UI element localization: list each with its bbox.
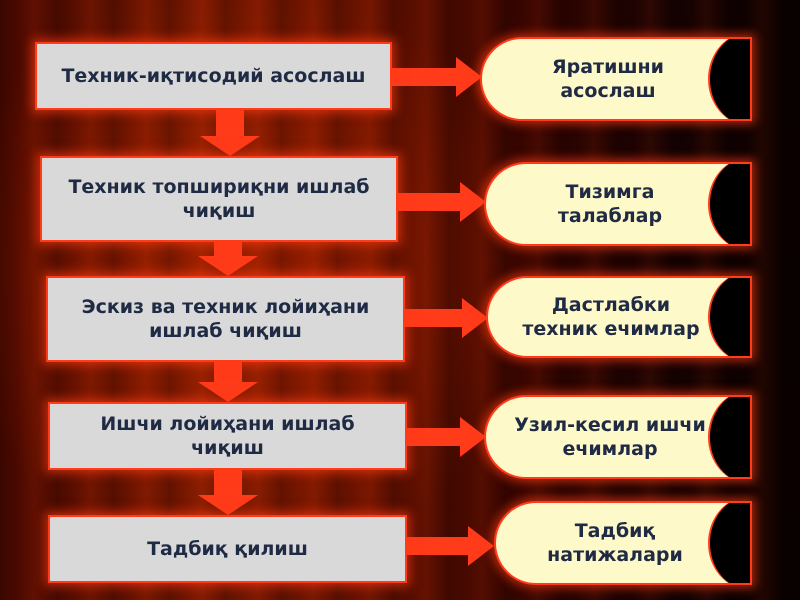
result-cutout-4 [708,397,750,477]
down-arrow-1 [200,110,260,156]
right-arrow-5 [407,526,494,566]
step-box-2: Техник топшириқни ишлаб чиқиш [40,156,398,242]
result-box-2: Тизимга талаблар [484,162,752,246]
down-arrow-2 [198,242,258,276]
result-cutout-5 [708,503,750,583]
step-box-4: Ишчи лойиҳани ишлаб чиқиш [48,402,407,470]
result-box-3: Дастлабки техник ечимлар [486,276,752,358]
result-label-2: Тизимга талаблар [557,181,663,227]
step-label-4: Ишчи лойиҳани ишлаб чиқиш [100,413,355,459]
result-box-4: Узил-кесил ишчи ечимлар [484,395,752,479]
result-label-5: Тадбиқ натижалари [547,520,683,566]
result-cutout-2 [708,164,750,244]
step-label-1: Техник-иқтисодий асослаш [61,65,366,87]
down-arrow-4 [198,470,258,515]
result-label-1: Яратишни асослаш [552,56,664,102]
result-label-3: Дастлабки техник ечимлар [522,294,700,340]
down-arrow-3 [198,362,258,402]
result-box-1: Яратишни асослаш [480,37,752,121]
right-arrow-4 [407,417,486,457]
step-box-5: Тадбиқ қилиш [48,515,407,583]
step-label-3: Эскиз ва техник лойиҳани ишлаб чиқиш [81,296,370,342]
right-arrow-2 [398,182,486,222]
result-cutout-3 [708,278,750,356]
result-label-4: Узил-кесил ишчи ечимлар [514,414,706,460]
step-label-5: Тадбиқ қилиш [147,538,308,560]
right-arrow-3 [405,298,488,338]
step-label-2: Техник топшириқни ишлаб чиқиш [68,176,370,222]
step-box-1: Техник-иқтисодий асослаш [35,42,392,110]
result-cutout-1 [708,39,750,119]
step-box-3: Эскиз ва техник лойиҳани ишлаб чиқиш [46,276,405,362]
right-arrow-1 [392,57,482,97]
result-box-5: Тадбиқ натижалари [494,501,752,585]
